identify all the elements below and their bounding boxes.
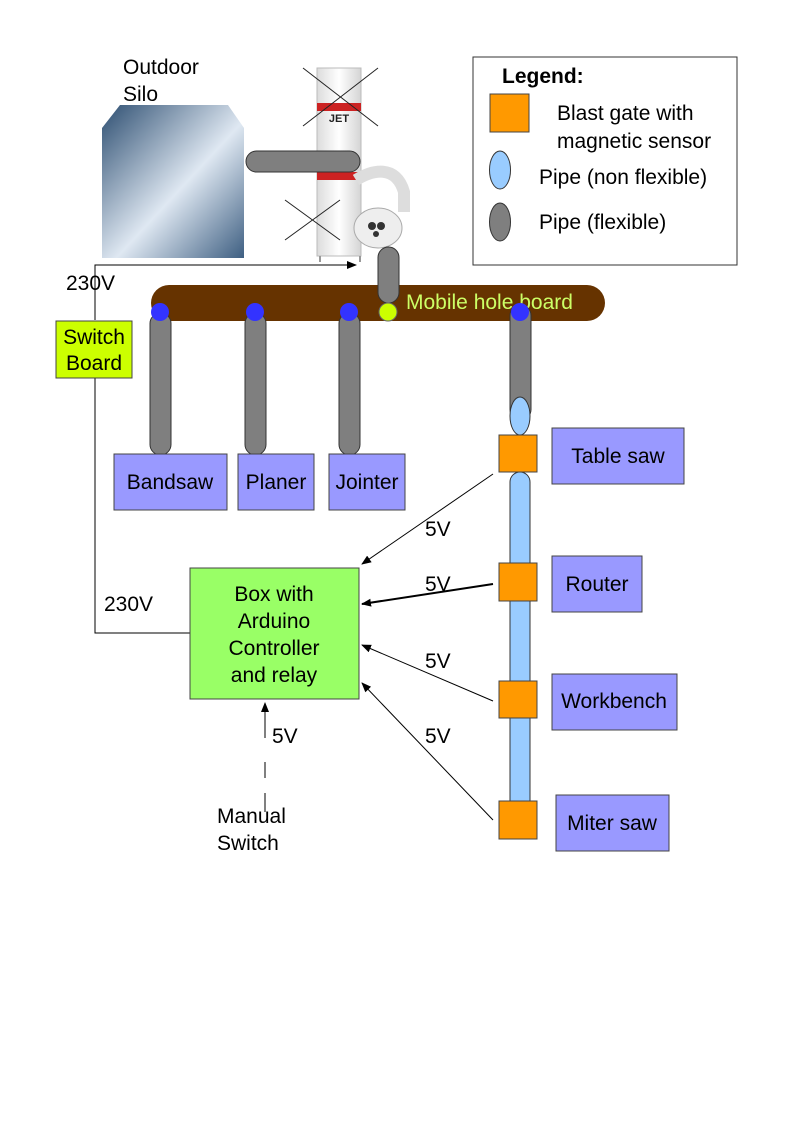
collector-brand: JET <box>329 113 349 125</box>
collector-bag-stripe <box>317 172 361 180</box>
blower-port-3 <box>373 231 379 237</box>
switch-board-box <box>55 320 133 379</box>
switch-board: Switch Board <box>55 320 133 379</box>
blower-port-1 <box>368 222 376 230</box>
signal-workbench-voltage: 5V <box>425 650 451 673</box>
cross-out-top-2 <box>302 67 379 127</box>
hole-port-jointer <box>340 303 358 321</box>
blower-port-2 <box>377 222 385 230</box>
tool-miter-saw: Miter saw <box>555 794 670 852</box>
tool-router-box <box>551 555 643 613</box>
blast-gate-miter-saw <box>498 800 538 840</box>
silo-label-line-1: Outdoor <box>123 56 199 79</box>
hole-port-bandsaw <box>151 303 169 321</box>
tool-table-saw-label: Table saw <box>571 445 665 468</box>
tool-jointer-label: Jointer <box>335 471 398 494</box>
tool-jointer: Jointer <box>328 453 406 511</box>
collector-brand-stripe <box>317 103 361 111</box>
tool-router: Router <box>551 555 643 613</box>
legend-blast-gate-label-2: magnetic sensor <box>557 130 711 153</box>
controller-label-2: Arduino <box>238 610 310 633</box>
signal-miter-saw <box>361 682 494 821</box>
legend: Legend: Blast gate with magnetic sensor … <box>472 56 738 266</box>
controller-box-frame <box>189 567 360 700</box>
manual-switch-label-1: Manual <box>217 805 286 828</box>
tool-table-saw: Table saw <box>551 427 685 485</box>
blast-gate-workbench <box>498 680 538 719</box>
tool-planer: Planer <box>237 453 315 511</box>
mobile-hole-board: Mobile hole board <box>151 285 605 321</box>
main-rigid-pipe <box>509 471 531 835</box>
controller-label-3: Controller <box>228 637 319 660</box>
legend-blast-gate-label-1: Blast gate with <box>557 102 694 125</box>
tool-bandsaw: Bandsaw <box>113 453 228 511</box>
signal-miter-saw-voltage: 5V <box>425 725 451 748</box>
controller-label-4: and relay <box>231 664 318 687</box>
cross-out-bottom-2 <box>284 199 341 241</box>
tool-miter-saw-box <box>555 794 670 852</box>
blast-gate-table-saw <box>498 434 538 473</box>
switch-board-label-1: Switch <box>63 326 125 349</box>
signal-workbench <box>361 644 494 702</box>
rigid-pipe-joint <box>509 396 531 436</box>
signal-table-saw-voltage: 5V <box>425 518 451 541</box>
tool-workbench-box <box>551 673 678 731</box>
signal-router-voltage: 5V <box>425 573 451 596</box>
tool-table-saw-box <box>551 427 685 485</box>
tool-workbench: Workbench <box>551 673 678 731</box>
legend-blast-gate-swatch <box>489 93 530 133</box>
manual-switch-voltage: 5V <box>272 725 298 748</box>
hole-port-active <box>378 302 398 322</box>
blast-gate-router <box>498 562 538 602</box>
voltage-box-label: 230V <box>104 593 153 616</box>
tool-bandsaw-label: Bandsaw <box>127 471 214 494</box>
tool-planer-box <box>237 453 315 511</box>
hole-board-bar <box>151 285 605 321</box>
legend-frame <box>472 56 738 266</box>
planer-flexible-pipe <box>244 312 267 456</box>
collector-hose <box>352 165 410 212</box>
silo-flexible-pipe <box>245 150 361 173</box>
legend-flexible-pipe-swatch <box>489 202 511 242</box>
signal-router <box>361 583 494 607</box>
legend-flexible-pipe-label: Pipe (flexible) <box>539 211 666 234</box>
bandsaw-flexible-pipe <box>149 312 172 456</box>
power-line-to-collector <box>94 261 357 320</box>
tool-jointer-box <box>328 453 406 511</box>
legend-rigid-pipe-label: Pipe (non flexible) <box>539 166 707 189</box>
tool-workbench-label: Workbench <box>561 690 667 713</box>
tool-planer-label: Planer <box>246 471 307 494</box>
legend-title: Legend: <box>502 65 584 88</box>
power-line-box-to-switch-board <box>91 353 190 634</box>
hole-port-right-branch <box>511 303 529 321</box>
switch-board-label-2: Board <box>66 352 122 375</box>
tool-router-label: Router <box>565 573 628 596</box>
silo-box <box>102 105 244 258</box>
hole-port-planer <box>246 303 264 321</box>
controller-label-1: Box with <box>234 583 313 606</box>
controller-box: Box with Arduino Controller and relay <box>189 567 360 700</box>
outdoor-silo: Outdoor Silo <box>102 56 244 258</box>
collector-to-board-pipe <box>377 246 400 304</box>
manual-switch-label-2: Switch <box>217 832 279 855</box>
voltage-main-label: 230V <box>66 272 115 295</box>
signal-table-saw <box>361 473 494 565</box>
tool-miter-saw-label: Miter saw <box>567 812 658 835</box>
tool-bandsaw-box <box>113 453 228 511</box>
silo-label-line-2: Silo <box>123 83 158 106</box>
hole-board-label: Mobile hole board <box>406 291 573 314</box>
jointer-flexible-pipe <box>338 312 361 456</box>
legend-rigid-pipe-swatch <box>489 150 511 190</box>
